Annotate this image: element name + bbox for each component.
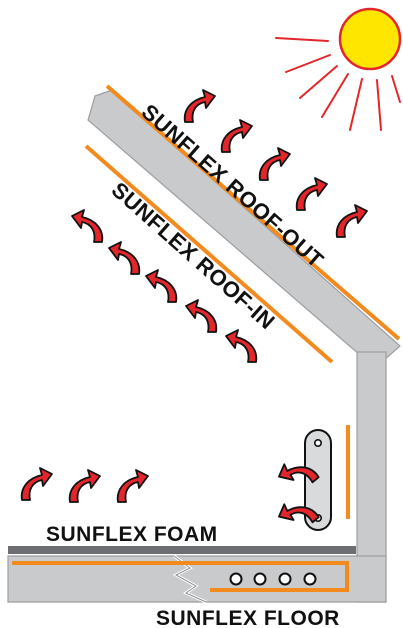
foam-layer <box>8 546 356 554</box>
heat-arrow-icon <box>295 177 328 211</box>
heat-arrow-icon <box>335 204 368 238</box>
heat-arrow-icon <box>71 209 104 243</box>
floor-pipe-icon <box>229 572 317 586</box>
heat-arrow-icon <box>220 119 253 153</box>
heat-arrow-icon <box>108 241 141 275</box>
sun-disk <box>338 7 402 71</box>
roof-slab <box>87 89 401 369</box>
floor-heat-arrows <box>20 467 149 503</box>
heat-arrow-icon <box>116 469 149 503</box>
heat-arrow-icon <box>225 329 258 363</box>
heat-arrow-icon <box>145 269 178 303</box>
floor-label: SUNFLEX FLOOR <box>156 607 340 628</box>
roof-out-layer <box>105 84 401 341</box>
heat-arrow-icon <box>258 147 291 181</box>
heat-arrow-icon <box>185 299 218 333</box>
heat-arrow-icon <box>183 89 216 123</box>
roof-in-layer <box>84 144 334 364</box>
sun-icon <box>275 7 402 131</box>
heat-arrow-icon <box>20 467 53 501</box>
sun-rays <box>275 37 401 131</box>
heat-arrow-icon <box>68 469 101 503</box>
floor-layer <box>12 561 349 592</box>
foam-label: SUNFLEX FOAM <box>46 523 218 546</box>
